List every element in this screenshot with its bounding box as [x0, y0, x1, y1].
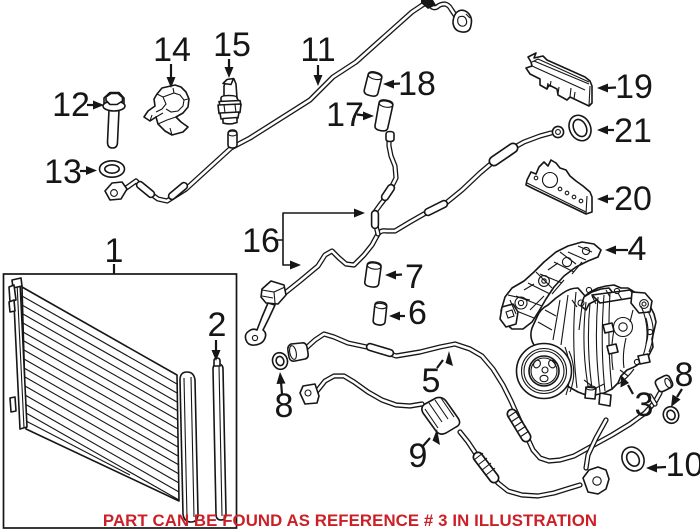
svg-text:18: 18	[398, 65, 436, 103]
svg-text:20: 20	[614, 180, 652, 218]
svg-text:4: 4	[628, 230, 647, 268]
svg-text:14: 14	[153, 31, 191, 69]
svg-text:12: 12	[52, 86, 90, 124]
svg-text:6: 6	[408, 294, 427, 332]
svg-text:15: 15	[213, 26, 251, 64]
svg-text:3: 3	[635, 386, 654, 424]
svg-text:9: 9	[409, 437, 428, 475]
svg-text:19: 19	[615, 68, 653, 106]
svg-text:8: 8	[275, 387, 294, 425]
svg-text:1: 1	[105, 232, 124, 270]
svg-text:13: 13	[44, 153, 82, 191]
svg-text:10: 10	[666, 446, 700, 484]
svg-text:21: 21	[614, 112, 652, 150]
svg-text:PART CAN BE FOUND AS REFERENCE: PART CAN BE FOUND AS REFERENCE # 3 IN IL…	[103, 511, 597, 530]
svg-text:7: 7	[405, 258, 424, 296]
svg-text:5: 5	[422, 362, 441, 400]
svg-text:16: 16	[242, 222, 280, 260]
svg-text:8: 8	[675, 356, 694, 394]
svg-text:11: 11	[300, 31, 335, 69]
svg-text:2: 2	[208, 306, 227, 344]
